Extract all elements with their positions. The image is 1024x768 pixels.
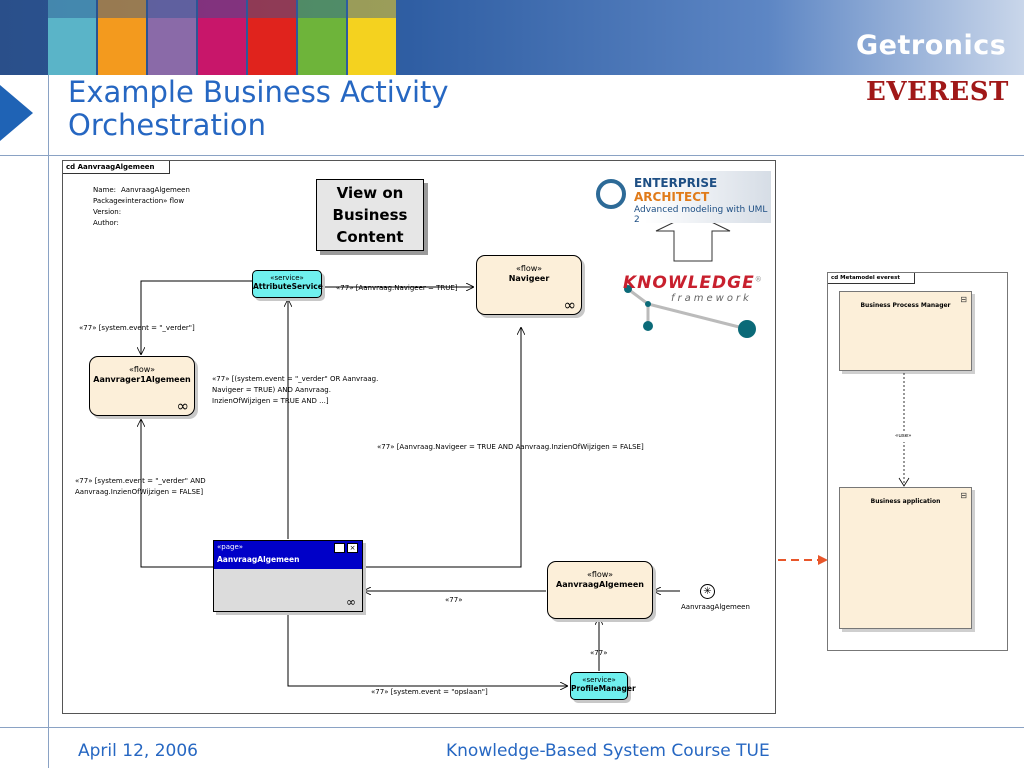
footer-divider (0, 727, 1024, 728)
dashed-link-arrow (778, 555, 828, 565)
node-stereotype: «service» (582, 676, 616, 684)
dependency-label: «use» (895, 431, 912, 442)
diagram-connectors (63, 212, 756, 713)
node-stereotype: «service» (270, 274, 304, 282)
view-note: View on Business Content (316, 179, 424, 251)
activity-diagram: cd AanvraagAlgemeen Name: AanvraagAlgemee… (62, 160, 776, 714)
enterprise-architect-logo: ENTERPRISE ARCHITECT Advanced modeling w… (591, 171, 771, 225)
page-header: «page» AanvraagAlgemeen × (214, 541, 362, 569)
knowledge-framework-logo: KNOWLEDGE® framework (623, 273, 762, 304)
actor-icon[interactable]: ✳ (700, 584, 715, 599)
metamodel-diagram: cd Metamodel everest ⊟ Business Process … (827, 272, 1008, 651)
close-icon[interactable]: × (347, 543, 358, 553)
ea-line3: Advanced modeling with UML 2 (634, 205, 768, 225)
edge-label: «77» [system.event = "_verder"] (79, 324, 195, 332)
edge-label: «77» (445, 596, 463, 604)
node-name: AttributeService (253, 282, 323, 291)
diagram-metadata: Name: AanvraagAlgemeen Package:«interacti… (93, 185, 190, 229)
knowledge-framework-network-icon (624, 285, 756, 338)
color-swatches (48, 0, 398, 75)
title-divider (0, 155, 1024, 156)
getronics-logo: Getronics (856, 30, 1007, 61)
diagram-frame-tab: cd AanvraagAlgemeen (63, 161, 170, 174)
ea-line2: ARCHITECT (634, 190, 710, 204)
meta-key: Package: (93, 197, 125, 205)
component-name: Business application (870, 498, 941, 505)
metamodel-frame-tab: cd Metamodel everest (828, 273, 916, 284)
profile-manager-node[interactable]: «service» ProfileManager (570, 672, 636, 700)
use-dependency (898, 373, 910, 487)
edge-service-to-aanvrager1 (141, 280, 252, 355)
node-name: ProfileManager (571, 684, 636, 693)
slide-marker-arrow-icon (0, 85, 33, 141)
node-stereotype: «flow» (515, 264, 543, 273)
node-name: AanvraagAlgemeen (556, 580, 644, 589)
minimize-icon[interactable] (334, 543, 345, 553)
meta-value: «interaction» flow (121, 197, 185, 205)
edge-label: InzienOfWijzigen = TRUE AND ...] (212, 397, 329, 405)
note-text: View on Business Content (332, 184, 408, 246)
meta-value: AanvraagAlgemeen (121, 186, 190, 194)
footer-date: April 12, 2006 (78, 741, 198, 761)
page-node[interactable]: «page» AanvraagAlgemeen × ∞ (213, 540, 363, 612)
edge-page-to-aanvrager1 (141, 419, 213, 568)
ea-swirl-icon (596, 179, 626, 209)
meta-key: Version: (93, 208, 122, 216)
infinity-icon: ∞ (563, 296, 577, 314)
edge-label: «77» (590, 649, 608, 657)
attribute-service-node[interactable]: «service» AttributeService (252, 270, 323, 298)
component-name: Business Process Manager (860, 302, 951, 309)
edge-page-to-profile (287, 611, 568, 686)
edge-label: Aanvraag.InzienOfWijzigen = FALSE] (75, 488, 204, 496)
edge-label: «77» [system.event = "_verder" AND (75, 477, 206, 485)
edge-label: «77» [system.event = "opslaan"] (371, 688, 488, 696)
edge-label: «77» [Aanvraag.Navigeer = TRUE] (336, 284, 458, 292)
infinity-icon: ∞ (346, 595, 356, 609)
kf-mark: ® (754, 275, 762, 284)
left-divider (48, 75, 49, 768)
component-icon: ⊟ (960, 295, 967, 304)
node-stereotype: «page» (217, 543, 244, 551)
edge-label: «77» [Aanvraag.Navigeer = TRUE AND Aanvr… (377, 443, 644, 451)
navigeer-flow-node[interactable]: «flow» Navigeer ∞ (476, 255, 582, 315)
component-icon: ⊟ (960, 491, 967, 500)
node-name: Aanvrager1Algemeen (93, 375, 191, 384)
aanvrager1-flow-node[interactable]: «flow» Aanvrager1Algemeen ∞ (89, 356, 195, 416)
business-application-component[interactable]: ⊟ Business application (839, 487, 972, 629)
kf-line2: framework (671, 293, 752, 304)
slide-title: Example Business Activity Orchestration (68, 75, 449, 142)
aanvraag-algemeen-flow-node[interactable]: «flow» AanvraagAlgemeen (547, 561, 653, 619)
everest-logo: EVEREST (866, 77, 1009, 107)
edge-label: Navigeer = TRUE) AND Aanvraag. (212, 386, 331, 394)
actor-label: AanvraagAlgemeen (681, 603, 750, 611)
edge-label: «77» [(system.event = "_verder" OR Aanvr… (212, 375, 379, 383)
infinity-icon: ∞ (176, 397, 190, 415)
kf-line1: KNOWLEDGE (623, 273, 755, 293)
ea-line1: ENTERPRISE (634, 176, 718, 190)
node-name: Navigeer (508, 274, 550, 283)
edge-page-to-navigeer (361, 327, 521, 568)
business-process-manager-component[interactable]: ⊟ Business Process Manager (839, 291, 972, 371)
node-name: AanvraagAlgemeen (217, 555, 300, 564)
node-stereotype: «flow» (128, 365, 156, 374)
footer-course: Knowledge-Based System Course TUE (446, 741, 770, 761)
meta-key: Name: (93, 186, 117, 194)
node-stereotype: «flow» (586, 570, 614, 579)
meta-key: Author: (93, 219, 119, 227)
